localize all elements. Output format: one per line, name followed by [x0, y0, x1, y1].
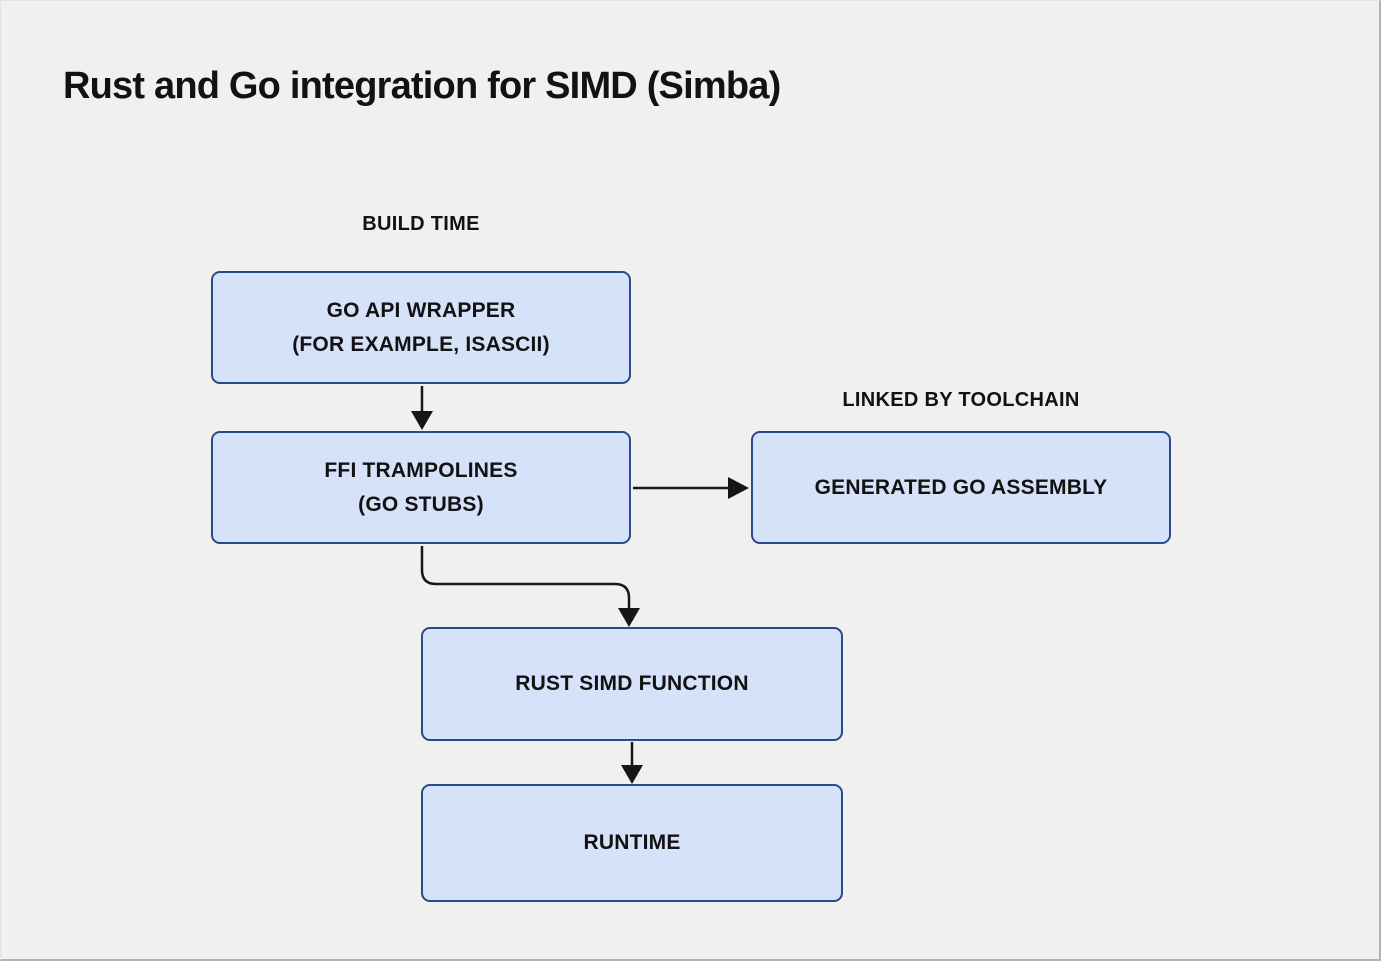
page-title: Rust and Go integration for SIMD (Simba) — [63, 65, 781, 107]
arrow-ffi-to-rust-simd — [420, 546, 640, 627]
node-ffi-trampolines-line1: FFI TRAMPOLINES — [324, 458, 518, 482]
node-runtime: RUNTIME — [421, 784, 843, 902]
arrow-go-api-to-ffi — [411, 386, 433, 430]
node-ffi-trampolines: FFI TRAMPOLINES (GO STUBS) — [211, 431, 631, 544]
node-ffi-trampolines-line2: (GO STUBS) — [358, 492, 484, 516]
node-go-api-wrapper-line1: GO API WRAPPER — [326, 298, 516, 322]
node-generated-go-assembly: GENERATED GO ASSEMBLY — [751, 431, 1171, 544]
node-rust-simd-function: RUST SIMD FUNCTION — [421, 627, 843, 741]
node-generated-go-assembly-line1: GENERATED GO ASSEMBLY — [814, 475, 1108, 499]
arrow-rust-simd-to-runtime — [621, 742, 643, 784]
phase-label-linked-by-toolchain: LINKED BY TOOLCHAIN — [842, 389, 1080, 411]
node-rust-simd-function-line1: RUST SIMD FUNCTION — [515, 672, 749, 695]
node-runtime-line1: RUNTIME — [583, 831, 681, 854]
node-go-api-wrapper: GO API WRAPPER (FOR EXAMPLE, ISASCII) — [211, 271, 631, 384]
arrow-ffi-to-assembly — [633, 477, 749, 499]
node-go-api-wrapper-line2: (FOR EXAMPLE, ISASCII) — [292, 332, 550, 356]
phase-label-build-time: BUILD TIME — [362, 213, 480, 235]
